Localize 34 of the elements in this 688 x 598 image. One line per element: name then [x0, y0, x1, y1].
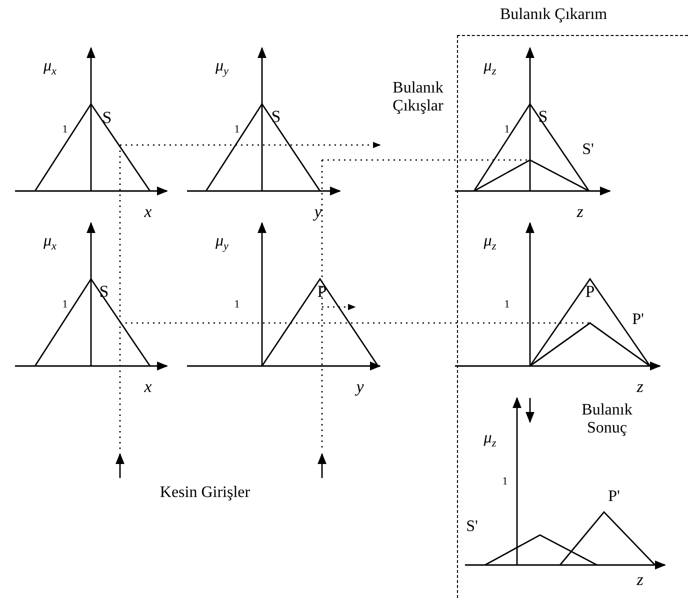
plot-label: z [576, 202, 584, 222]
plot-label: μ$_{x}$ [44, 232, 56, 254]
plot-label: y [356, 377, 364, 397]
plot-label: μ$_{z}$ [484, 429, 496, 451]
plot-label: Bulanık Sonuç [580, 402, 634, 438]
plot-label: 1 [502, 476, 508, 488]
plot-label: x [144, 377, 152, 397]
plot-label: S [538, 107, 548, 127]
plot-label: μ$_{x}$ [44, 57, 56, 79]
plot-label: S' [582, 140, 594, 160]
plot-label: P' [632, 310, 644, 330]
plot-label: 1 [504, 124, 510, 136]
plot-label: z [636, 377, 644, 397]
plot-label: x [144, 202, 152, 222]
plot-label: μ$_{z}$ [484, 57, 496, 79]
plot-label: S [102, 108, 112, 128]
plot-label: 1 [62, 124, 68, 136]
plot-label: y [314, 202, 322, 222]
plot-label: Bulanık Çıkışlar [392, 80, 444, 116]
plot-label: P' [608, 488, 620, 506]
plot-label: z [636, 570, 644, 590]
plot-label: 1 [504, 298, 510, 312]
plot-label: 1 [62, 298, 68, 312]
plot-label: S' [466, 518, 478, 536]
plot-label: P [317, 282, 327, 302]
plot-label: P [585, 282, 595, 302]
plot-label: μ$_{z}$ [484, 232, 496, 254]
plot-label: 1 [234, 124, 240, 136]
plot-label: μ$_{y}$ [216, 232, 228, 254]
plot-label: S [99, 282, 109, 302]
region-title: Bulanık Çıkarım [500, 6, 608, 24]
plot-label: 1 [234, 298, 240, 312]
plot-label: μ$_{y}$ [216, 57, 228, 79]
plot-label: Kesin Girişler [160, 484, 250, 502]
